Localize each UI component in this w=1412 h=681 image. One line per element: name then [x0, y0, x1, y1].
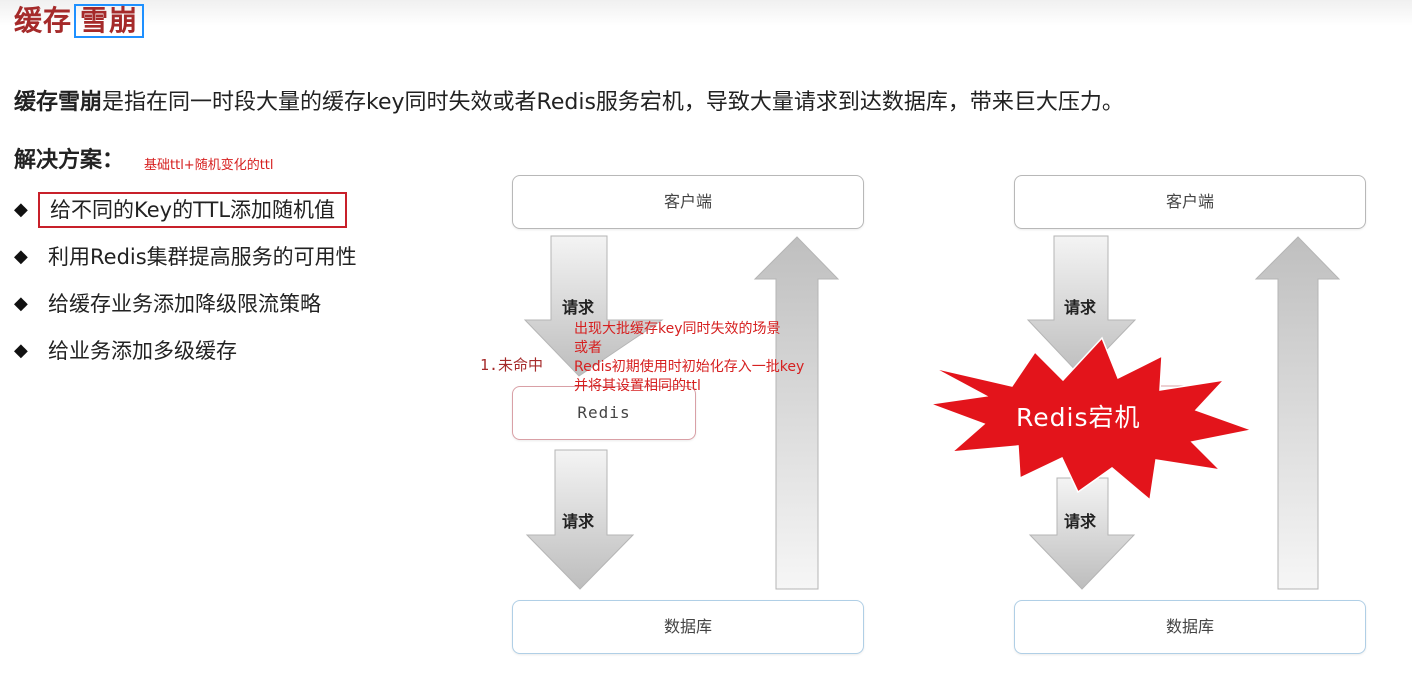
diamond-bullet-icon: ◆	[14, 245, 28, 267]
right-request-label-top: 请求	[1064, 298, 1097, 317]
left-database-node: 数据库	[512, 600, 864, 654]
left-client-label: 客户端	[663, 192, 712, 211]
scenario-note-line: 并将其设置相同的ttl	[574, 378, 701, 394]
list-item: ◆ 给缓存业务添加降级限流策略	[14, 280, 367, 327]
left-request-arrow-bottom	[525, 449, 635, 590]
right-database-node: 数据库	[1014, 600, 1366, 654]
title-highlight: 雪崩	[74, 4, 145, 38]
list-item: ◆ 给业务添加多级缓存	[14, 327, 367, 374]
right-request-arrow-top	[1026, 235, 1137, 377]
left-request-label-bottom: 请求	[562, 512, 595, 531]
right-return-arrow	[1254, 236, 1341, 590]
right-request-arrow-bottom	[1028, 477, 1136, 590]
list-item-text: 给缓存业务添加降级限流策略	[48, 291, 321, 316]
right-database-label: 数据库	[1165, 617, 1214, 636]
left-database-label: 数据库	[663, 617, 712, 636]
definition-term: 缓存雪崩	[14, 90, 103, 115]
left-return-arrow	[753, 236, 840, 590]
redis-down-burst-icon	[929, 336, 1255, 502]
left-redis-node: Redis	[512, 386, 696, 440]
scenario-note: 出现大批缓存key同时失效的场景 或者 Redis初期使用时初始化存入一批key…	[574, 320, 804, 396]
scenario-note-line: 出现大批缓存key同时失效的场景	[574, 321, 781, 337]
left-redis-label: Redis	[577, 403, 631, 422]
right-request-label-bottom: 请求	[1064, 512, 1097, 531]
definition: 缓存雪崩是指在同一时段大量的缓存key同时失效或者Redis服务宕机，导致大量请…	[14, 84, 1124, 116]
diamond-bullet-icon: ◆	[14, 292, 28, 314]
right-client-node: 客户端	[1014, 175, 1366, 229]
left-client-node: 客户端	[512, 175, 864, 229]
solution-list: ◆ 给不同的Key的TTL添加随机值 ◆ 利用Redis集群提高服务的可用性 ◆…	[14, 186, 367, 374]
list-item: ◆ 利用Redis集群提高服务的可用性	[14, 233, 367, 280]
list-item-text: 给不同的Key的TTL添加随机值	[38, 191, 348, 228]
left-request-arrow-top	[523, 235, 664, 377]
right-client-label: 客户端	[1165, 192, 1214, 211]
list-item-text: 给业务添加多级缓存	[48, 338, 237, 363]
slide-title: 缓存雪崩	[14, 4, 145, 42]
redis-down-label: Redis宕机	[1016, 403, 1141, 432]
title-prefix: 缓存	[14, 4, 73, 37]
scenario-note-line: 或者	[574, 340, 602, 356]
left-request-label-top: 请求	[562, 298, 595, 317]
solution-note: 基础ttl+随机变化的ttl	[144, 158, 274, 173]
definition-text: 是指在同一时段大量的缓存key同时失效或者Redis服务宕机，导致大量请求到达数…	[102, 90, 1124, 115]
diamond-bullet-icon: ◆	[14, 339, 28, 361]
scenario-note-line: Redis初期使用时初始化存入一批key	[574, 359, 805, 375]
top-strip	[0, 0, 1412, 26]
list-item: ◆ 给不同的Key的TTL添加随机值	[14, 186, 367, 233]
cache-miss-label: 1.未命中	[480, 356, 544, 374]
diamond-bullet-icon: ◆	[14, 198, 28, 220]
list-item-text: 利用Redis集群提高服务的可用性	[48, 244, 357, 269]
solution-heading: 解决方案：	[14, 148, 125, 173]
